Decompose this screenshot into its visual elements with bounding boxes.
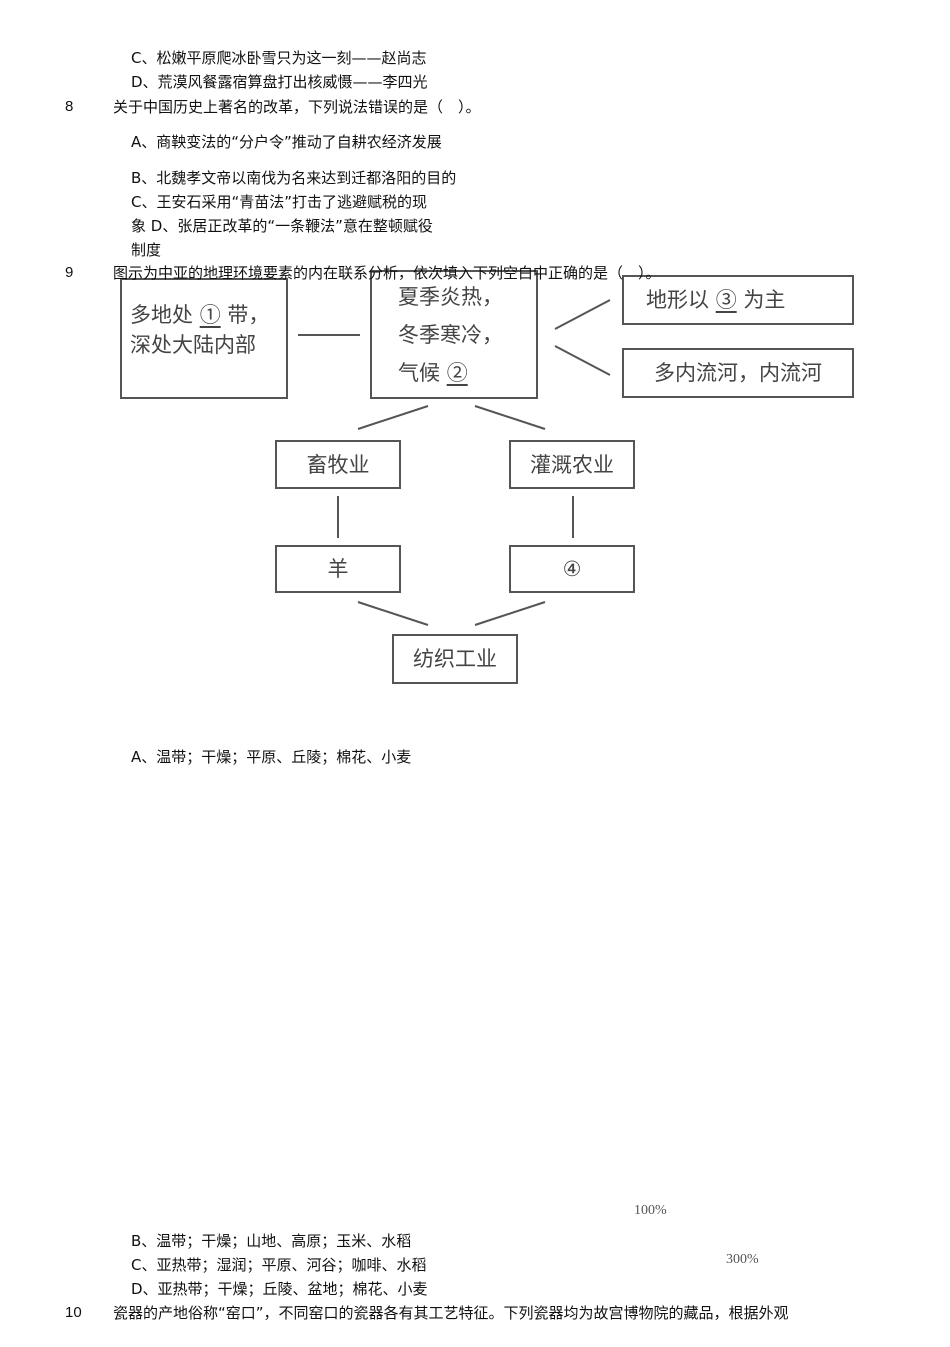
- text: 冬季寒冷，: [398, 323, 503, 347]
- text: 多地处: [130, 303, 193, 327]
- q9-option-d: D、亚热带；干燥；丘陵、盆地；棉花、小麦: [131, 1280, 428, 1298]
- q8-option-a: A、商鞅变法的“分户令”推动了自耕农经济发展: [131, 133, 442, 151]
- q8-number: 8: [65, 98, 74, 115]
- text: 夏季炎热，: [398, 285, 503, 309]
- diagram-box-sheep: 羊: [275, 545, 401, 593]
- q8-option-b: B、北魏孝文帝以南伐为名来达到迁都洛阳的目的: [131, 169, 457, 187]
- diagram-box-textile: 纺织工业: [392, 634, 518, 684]
- q9-number: 9: [65, 264, 74, 281]
- connector: [357, 601, 429, 626]
- q9-stem: 图示为中亚的地理环境要素的内在联系分析，依次填入下列空白中正确的是（ ）。: [113, 264, 661, 282]
- q9-option-a: A、温带；干燥；平原、丘陵；棉花、小麦: [131, 748, 412, 766]
- diagram-connectors: [298, 299, 611, 626]
- connector: [554, 345, 611, 376]
- q8-option-d: 象 D、张居正改革的“一条鞭法”意在整顿赋役: [131, 217, 433, 235]
- q8-option-d-cont: 制度: [131, 241, 162, 259]
- blank-3: ③: [715, 288, 737, 312]
- text: 地形以: [646, 288, 709, 312]
- text: 为主: [743, 288, 786, 312]
- q10-stem: 瓷器的产地俗称“窑口”，不同窑口的瓷器各有其工艺特征。下列瓷器均为故宫博物院的藏…: [113, 1304, 789, 1322]
- diagram-box-irrigation: 灌溉农业: [509, 440, 635, 489]
- blank-1: ①: [199, 303, 221, 327]
- q10-number: 10: [65, 1304, 82, 1321]
- blank-2: ②: [446, 361, 468, 385]
- text: 深处大陆内部: [130, 333, 256, 357]
- connector: [357, 405, 429, 430]
- connector: [554, 299, 611, 330]
- text: 带，: [227, 303, 270, 327]
- diagram-box-livestock: 畜牧业: [275, 440, 401, 489]
- diagram-box-blank-4: ④: [509, 545, 635, 593]
- q8-stem: 关于中国历史上著名的改革，下列说法错误的是（ ）。: [113, 98, 481, 116]
- connector: [474, 405, 546, 430]
- q7-option-c: C、松嫩平原爬冰卧雪只为这一刻——赵尚志: [131, 49, 427, 67]
- diagram-box-terrain: 地形以 ③ 为主: [622, 275, 854, 325]
- connector: [474, 601, 546, 626]
- stray-label: 300%: [726, 1252, 759, 1267]
- stray-label: 100%: [634, 1203, 667, 1218]
- text: 气候: [398, 361, 440, 385]
- diagram-box-location: 多地处 ① 带， 深处大陆内部: [120, 278, 288, 399]
- diagram-box-rivers: 多内流河，内流河: [622, 348, 854, 398]
- diagram-box-climate: 夏季炎热， 冬季寒冷， 气候 ②: [370, 270, 538, 399]
- q9-option-b: B、温带；干燥；山地、高原；玉米、水稻: [131, 1232, 412, 1250]
- q7-option-d: D、荒漠风餐露宿算盘打出核威慑——李四光: [131, 73, 428, 91]
- q8-option-c: C、王安石采用“青苗法”打击了逃避赋税的现: [131, 193, 428, 211]
- q9-option-c: C、亚热带；湿润；平原、河谷；咖啡、水稻: [131, 1256, 427, 1274]
